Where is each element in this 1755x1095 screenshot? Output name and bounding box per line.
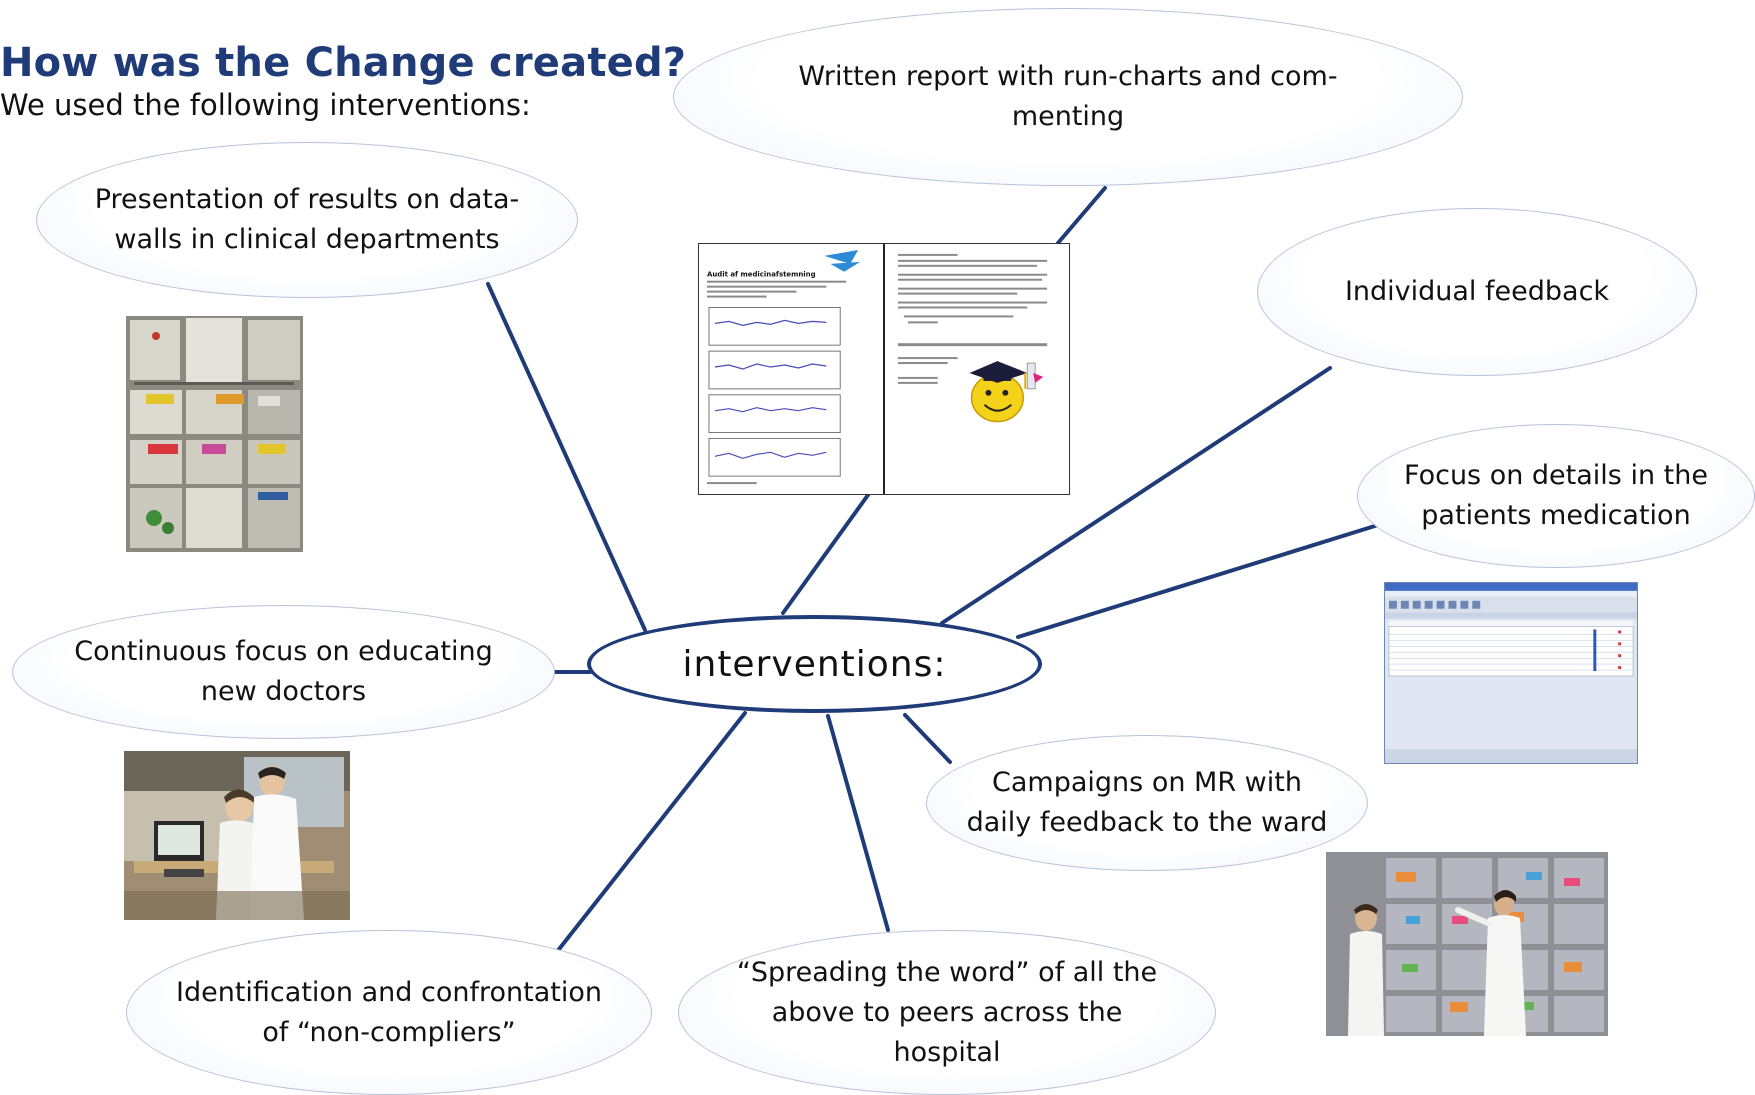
bubble-spreading-text: “Spreading the word” of all the above to… <box>736 956 1158 1068</box>
bubble-campaigns: Campaigns on MR with daily feedback to t… <box>926 735 1368 871</box>
bubble-written-report-text: Written report with run-charts and com-m… <box>798 61 1338 132</box>
medication-software-screenshot <box>1384 582 1638 764</box>
connector-individual-feedback <box>940 366 1332 625</box>
connector-spreading <box>826 714 890 932</box>
bubble-data-walls: Presentation of results on data-walls in… <box>36 142 578 298</box>
connector-data-walls <box>486 282 647 632</box>
bubble-individual-feedback: Individual feedback <box>1257 208 1697 376</box>
bubble-written-report: Written report with run-charts and com-m… <box>673 8 1463 186</box>
connector-report-image <box>781 493 870 615</box>
bubble-focus-details-text: Focus on details in the patients medicat… <box>1404 460 1708 531</box>
connector-identification <box>554 711 747 955</box>
doctors-computer-photo <box>124 751 350 920</box>
bubble-educating-text: Continuous focus on educating new doctor… <box>74 636 493 707</box>
center-hub-label: interventions: <box>682 643 947 685</box>
connector-written-report <box>1056 186 1107 245</box>
bubble-data-walls-text: Presentation of results on data-walls in… <box>94 184 520 255</box>
center-hub: interventions: <box>587 615 1042 713</box>
connector-campaigns <box>903 713 952 764</box>
bubble-identification-text: Identification and confrontation of “non… <box>176 976 602 1048</box>
nurses-ward-photo <box>1326 852 1608 1036</box>
bubble-educating: Continuous focus on educating new doctor… <box>12 605 555 739</box>
report-heading: Audit af medicinafstemning <box>707 271 816 279</box>
bubble-campaigns-text: Campaigns on MR with daily feedback to t… <box>966 767 1328 838</box>
report-document-image: Audit af medicinafstemning <box>698 243 1070 495</box>
page-title: How was the Change created? <box>0 40 687 86</box>
bubble-identification: Identification and confrontation of “non… <box>126 930 652 1095</box>
connector-focus-details <box>1016 523 1380 639</box>
bubble-focus-details: Focus on details in the patients medicat… <box>1357 424 1755 568</box>
bubble-spreading: “Spreading the word” of all the above to… <box>678 930 1216 1095</box>
bubble-individual-feedback-text: Individual feedback <box>1344 276 1610 307</box>
data-wall-photo <box>126 316 303 552</box>
page-subtitle: We used the following interventions: <box>0 88 531 122</box>
